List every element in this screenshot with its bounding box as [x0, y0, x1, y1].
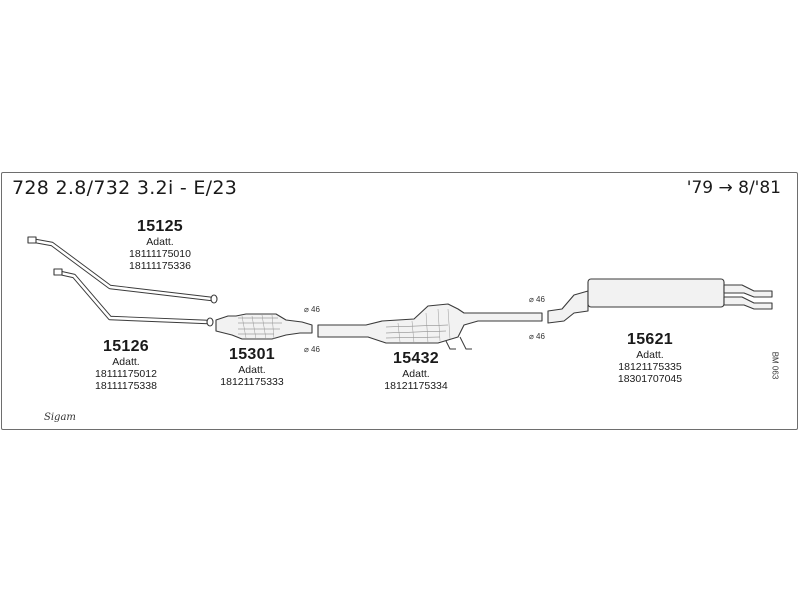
- part-label: Adatt.: [238, 364, 266, 376]
- part-ref: 18111175336: [129, 260, 191, 272]
- diameter-label: ⌀ 46: [529, 332, 545, 341]
- part-ref: 18121175335: [618, 361, 682, 373]
- middle-silencer-15432: [317, 303, 543, 350]
- part-number: 15432: [393, 350, 439, 367]
- front-pipe-15125: [27, 236, 218, 304]
- part-ref: 18121175334: [384, 380, 448, 392]
- model-title: 728 2.8/732 3.2i - E/23: [12, 177, 238, 199]
- part-label: Adatt.: [402, 368, 430, 380]
- part-15125: 15125 Adatt. 18111175010 18111175336: [110, 218, 210, 272]
- year-range: '79 → 8/'81: [686, 178, 781, 198]
- part-label: Adatt.: [636, 349, 664, 361]
- part-ref: 18121175333: [220, 376, 284, 388]
- front-pipe-15126: [53, 268, 214, 327]
- part-ref: 18111175012: [95, 368, 157, 380]
- part-15301: 15301 Adatt. 18121175333: [202, 346, 302, 388]
- diameter-label: ⌀ 46: [304, 305, 320, 314]
- part-15621: 15621 Adatt. 18121175335 18301707045: [600, 331, 700, 385]
- part-number: 15126: [103, 338, 149, 355]
- part-15432: 15432 Adatt. 18121175334: [366, 350, 466, 392]
- exhaust-system-drawing: [27, 236, 773, 350]
- part-number: 15301: [229, 346, 275, 363]
- diameter-label: ⌀ 46: [304, 345, 320, 354]
- part-label: Adatt.: [146, 236, 174, 248]
- part-15126: 15126 Adatt. 18111175012 18111175338: [76, 338, 176, 392]
- sheet-code: BM 063: [770, 351, 780, 380]
- part-label: Adatt.: [112, 356, 140, 368]
- rear-silencer-15621: [547, 278, 773, 324]
- brand-logo: Sigam: [44, 412, 76, 423]
- part-number: 15621: [627, 331, 673, 348]
- pre-silencer-15301: [215, 313, 313, 340]
- part-ref: 18111175010: [129, 248, 191, 260]
- diameter-label: ⌀ 46: [529, 295, 545, 304]
- part-number: 15125: [137, 218, 183, 235]
- part-ref: 18111175338: [95, 380, 157, 392]
- diagram-panel: 728 2.8/732 3.2i - E/23 '79 → 8/'81: [1, 172, 798, 430]
- part-ref: 18301707045: [617, 373, 683, 385]
